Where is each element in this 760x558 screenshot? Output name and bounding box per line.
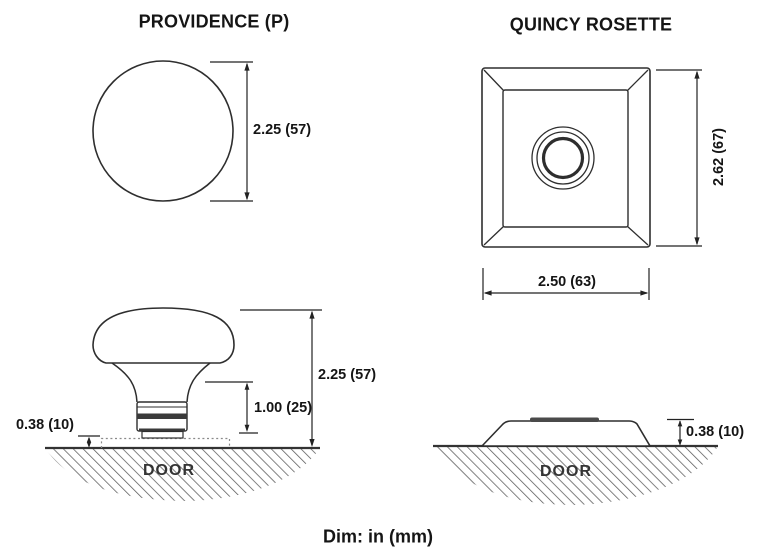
rosette-thickness-label: 0.38 (10) [686,424,745,440]
rosette-width-label: 2.50 (63) [537,274,597,290]
rosette-center-bore [531,126,595,190]
rosette-width-dimension [482,268,650,300]
door-section-hatch [433,446,718,505]
quincy-side-view [433,417,718,505]
knob-shank-label: 1.00 (25) [254,400,313,416]
rosette-thickness-dimension [667,418,694,446]
units-caption: Dim: in (mm) [323,526,433,547]
knob-shank [136,401,188,439]
knob-diameter-label: 2.25 (57) [253,122,312,138]
knob-neck-right [186,362,211,403]
door-section-hatch [45,448,320,501]
rosette-inner-square [502,89,629,228]
quincy-front-view [481,67,702,300]
rosette-bevel-corners [483,69,649,246]
hidden-rosette-outline [100,437,231,448]
knob-diameter-dimension [210,61,253,202]
providence-side-view [45,307,322,501]
knob-base-label: 0.38 (10) [15,417,74,433]
knob-cap-profile [92,307,235,364]
providence-front-view [92,60,253,202]
rosette-profile [480,420,652,447]
rosette-height-label: 2.62 (67) [711,127,727,187]
door-label-right: DOOR [540,463,592,480]
knob-face-circle [92,60,234,202]
rosette-height-dimension [656,69,702,247]
knob-base-dimension [78,435,100,448]
door-label-left: DOOR [143,462,195,479]
quincy-title: QUINCY ROSETTE [509,14,673,35]
knob-shank-dimension [205,381,258,434]
knob-neck-left [111,362,138,403]
knob-height-label: 2.25 (57) [318,367,377,383]
knob-height-dimension [240,309,322,447]
rosette-profile-collar [530,417,599,422]
rosette-outer-square [481,67,651,248]
providence-title: PROVIDENCE (P) [138,11,290,32]
